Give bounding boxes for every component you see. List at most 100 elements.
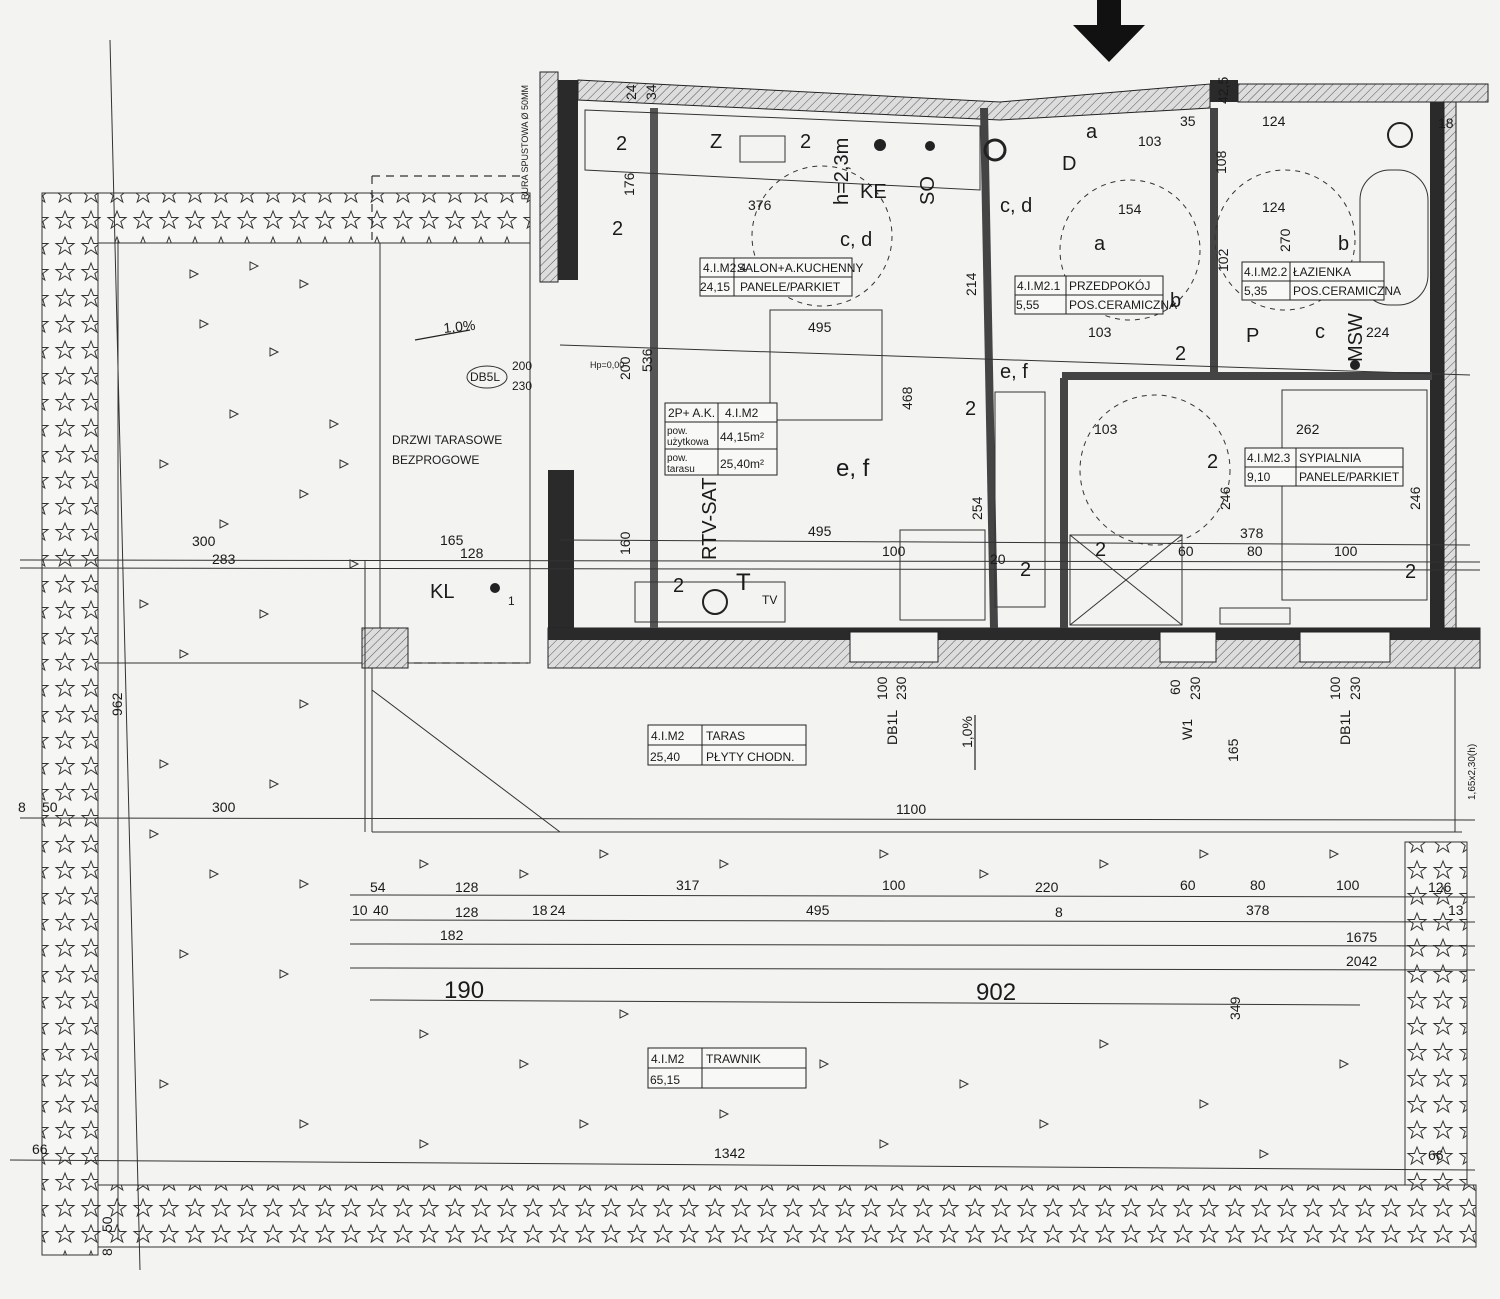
door-swing-radius-marker: 2 bbox=[673, 575, 684, 597]
walls bbox=[361, 71, 1489, 669]
lawn-triangle bbox=[299, 879, 310, 889]
summary-id: 4.I.M2 bbox=[725, 406, 759, 420]
taras-id: 4.I.M2 bbox=[651, 729, 685, 743]
row5-902: 902 bbox=[976, 979, 1016, 1006]
sypialnia-area: 9,10 bbox=[1247, 470, 1271, 484]
row2-378: 378 bbox=[1246, 902, 1270, 918]
t-label: T bbox=[736, 569, 751, 596]
trawnik-id: 4.I.M2 bbox=[651, 1052, 685, 1066]
dim-283: 283 bbox=[212, 551, 236, 567]
dim-200: 200 bbox=[617, 356, 633, 380]
zone-b-1: b bbox=[1338, 233, 1349, 255]
salon-finish: PANELE/PARKIET bbox=[740, 280, 841, 294]
door-swing-radius-marker: 2 bbox=[616, 133, 627, 155]
salon-name: SALON+A.KUCHENNY bbox=[737, 261, 863, 275]
door-swing-radius-marker: 2 bbox=[800, 131, 811, 153]
dim-50-b: 50 bbox=[99, 1216, 115, 1232]
row2-24: 24 bbox=[550, 902, 566, 918]
zone-ef-2: e, f bbox=[1000, 361, 1028, 383]
slope-markers bbox=[414, 329, 976, 770]
door-db1l-b-h: 230 bbox=[1347, 676, 1363, 700]
room-label-lazienka: 4.I.M2.2 ŁAZIENKA 5,35 POS.CERAMICZNA bbox=[1241, 261, 1401, 301]
zone-b-2: b bbox=[1170, 290, 1181, 312]
row2-8: 8 bbox=[1055, 904, 1063, 920]
fixtures bbox=[584, 109, 1429, 626]
lawn-triangle bbox=[179, 949, 190, 959]
dimension-texts: 376 495 495 536 200 468 254 176 160 154 … bbox=[18, 77, 1464, 1256]
zone-a-1: a bbox=[1094, 233, 1106, 255]
apartment-summary: 2P+ A.K. 4.I.M2 pow. użytkowa 44,15m² po… bbox=[664, 402, 778, 476]
row1-128: 128 bbox=[455, 879, 479, 895]
lawn-triangle bbox=[419, 1029, 430, 1039]
rtv-sat-label: RTV-SAT bbox=[699, 477, 721, 560]
lawn-triangle bbox=[189, 269, 200, 279]
door-swing-radius-marker: 2 bbox=[965, 398, 976, 420]
lawn-triangle bbox=[279, 969, 290, 979]
lawn-triangle bbox=[979, 869, 990, 879]
summary-row2-label-b: tarasu bbox=[667, 464, 695, 475]
dim-1342: 1342 bbox=[714, 1145, 745, 1161]
salon-id: 4.I.M2.4 bbox=[703, 261, 747, 275]
door-w1-h: 230 bbox=[1187, 676, 1203, 700]
row1-60: 60 bbox=[1180, 877, 1196, 893]
dim-103-b: 103 bbox=[1088, 324, 1112, 340]
lawn-triangle bbox=[149, 829, 160, 839]
site-lines bbox=[97, 39, 1462, 1271]
kl-number: 1 bbox=[508, 594, 515, 608]
zone-cd-2: c, d bbox=[1000, 195, 1032, 217]
p-label: P bbox=[1246, 325, 1259, 347]
so-label: SO bbox=[917, 176, 939, 205]
door-db1l-b: DB1L bbox=[1337, 710, 1353, 745]
door-db5l: DB5L bbox=[470, 370, 500, 384]
dim-8-a: 8 bbox=[18, 799, 26, 815]
zone-cd-1: c, d bbox=[840, 229, 872, 251]
lawn-triangle bbox=[1199, 1099, 1210, 1109]
dim-124-b: 124 bbox=[1262, 199, 1286, 215]
dim-962: 962 bbox=[109, 692, 125, 716]
lawn-triangle bbox=[419, 1139, 430, 1149]
zone-a-2: a bbox=[1086, 121, 1098, 143]
summary-type: 2P+ A.K. bbox=[668, 406, 715, 420]
lazienka-id: 4.I.M2.2 bbox=[1244, 265, 1288, 279]
dim-262: 262 bbox=[1296, 421, 1320, 437]
summary-row2-label-a: pow. bbox=[667, 453, 688, 464]
lawn-triangle bbox=[229, 409, 240, 419]
d-label: D bbox=[1062, 153, 1076, 175]
lawn-triangle bbox=[299, 699, 310, 709]
kl-label: KL bbox=[430, 581, 454, 603]
lawn-triangle bbox=[619, 1009, 630, 1019]
lawn-triangle bbox=[599, 849, 610, 859]
door-db1l-a-w: 100 bbox=[874, 676, 890, 700]
lawn-markers bbox=[139, 261, 1350, 1159]
dim-8-b: 8 bbox=[99, 1248, 115, 1256]
dim-468: 468 bbox=[899, 386, 915, 410]
door-swing-radius-marker: 2 bbox=[1175, 343, 1186, 365]
dim-214: 214 bbox=[963, 272, 979, 296]
lawn-triangle bbox=[819, 1059, 830, 1069]
lawn-triangle bbox=[879, 849, 890, 859]
door-db1l-a: DB1L bbox=[884, 710, 900, 745]
lawn-triangle bbox=[1329, 849, 1340, 859]
sypialnia-finish: PANELE/PARKIET bbox=[1299, 470, 1400, 484]
door-w1-w: 60 bbox=[1167, 679, 1183, 695]
lawn-triangle bbox=[159, 459, 170, 469]
lawn-triangle bbox=[209, 869, 220, 879]
dim-66-b: 66 bbox=[1428, 1147, 1444, 1163]
lawn-triangle bbox=[1099, 1039, 1110, 1049]
dim-100-a: 100 bbox=[882, 543, 906, 559]
lawn-triangle bbox=[159, 759, 170, 769]
row2-18: 18 bbox=[532, 902, 548, 918]
dim-20: 20 bbox=[990, 551, 1006, 567]
dim-254: 254 bbox=[969, 496, 985, 520]
lawn-triangle bbox=[879, 1139, 890, 1149]
row1-126: 126 bbox=[1428, 879, 1452, 895]
lazienka-name: ŁAZIENKA bbox=[1293, 265, 1351, 279]
door-swing-radius-marker: 2 bbox=[612, 218, 623, 240]
lawn-triangle bbox=[299, 1119, 310, 1129]
lawn-triangle bbox=[179, 649, 190, 659]
summary-row1-value: 44,15m² bbox=[720, 430, 764, 444]
room-label-taras: 4.I.M2 TARAS 25,40 PŁYTY CHODN. bbox=[647, 724, 807, 766]
przedpokoj-area: 5,55 bbox=[1016, 298, 1040, 312]
lazienka-area: 5,35 bbox=[1244, 284, 1268, 298]
lawn-triangle bbox=[1259, 1149, 1270, 1159]
